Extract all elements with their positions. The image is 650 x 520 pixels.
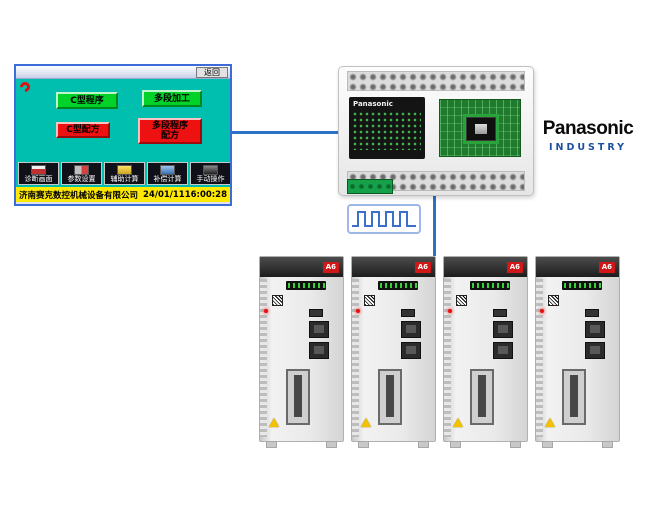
toolbar-button-label: 手动操作 xyxy=(196,174,225,183)
servo-drive-1: A6 xyxy=(259,256,344,448)
qr-code-icon xyxy=(364,295,375,306)
mounting-foot xyxy=(266,441,277,448)
brand-division: INDUSTRY xyxy=(548,142,628,153)
chip-core xyxy=(475,124,487,134)
servo-network-ports xyxy=(585,321,605,363)
toolbar-button-label: 补偿计算 xyxy=(153,174,182,183)
hmi-screen: C型程序 多段加工 C型配方 多段程序 配方 诊断画面 参数设置 辅助计算 xyxy=(16,79,230,202)
rj45-port xyxy=(493,321,513,338)
servo-model-badge: A6 xyxy=(414,261,431,273)
rj45-port xyxy=(493,342,513,359)
plc-led-indicators xyxy=(353,112,421,150)
servo-model-badge: A6 xyxy=(598,261,615,273)
mounting-foot xyxy=(326,441,337,448)
hmi-button-multi-segment-recipe[interactable]: 多段程序 配方 xyxy=(138,118,202,144)
servo-header: A6 xyxy=(536,257,619,277)
hmi-statusbar: 济南赛克数控机械设备有限公司 24/01/1116:00:28 xyxy=(16,187,230,202)
qr-code-icon xyxy=(548,295,559,306)
servo-io-connector xyxy=(286,369,310,425)
plc-front-panel: Panasonic xyxy=(349,97,425,159)
servo-led-display xyxy=(562,281,602,290)
auxiliary-calc-icon xyxy=(117,164,132,175)
qr-code-icon xyxy=(272,295,283,306)
hmi-toolbar-compensation-calc[interactable]: 补偿计算 xyxy=(147,162,188,185)
servo-led-display xyxy=(470,281,510,290)
hmi-toolbar: 诊断画面 参数设置 辅助计算 补偿计算 手动操作 xyxy=(18,162,230,185)
mounting-foot xyxy=(450,441,461,448)
servo-network-ports xyxy=(309,321,329,363)
servo-usb-port xyxy=(309,309,323,317)
mounting-foot xyxy=(358,441,369,448)
servo-status-led xyxy=(540,309,544,313)
servo-io-connector xyxy=(378,369,402,425)
servo-io-connector xyxy=(470,369,494,425)
qr-code-icon xyxy=(456,295,467,306)
plc-to-servo-line xyxy=(433,194,436,256)
servo-usb-port xyxy=(401,309,415,317)
toolbar-button-label: 诊断画面 xyxy=(24,174,53,183)
hmi-logo-icon xyxy=(17,79,33,95)
servo-network-ports xyxy=(401,321,421,363)
hmi-button-c-program[interactable]: C型程序 xyxy=(56,92,118,109)
hmi-button-multi-segment[interactable]: 多段加工 xyxy=(142,90,202,107)
brand-name: Panasonic xyxy=(542,118,634,139)
rj45-port xyxy=(309,342,329,359)
servo-drive-2: A6 xyxy=(351,256,436,448)
hmi-toolbar-auxiliary-calc[interactable]: 辅助计算 xyxy=(104,162,145,185)
servo-header: A6 xyxy=(444,257,527,277)
warning-icon xyxy=(545,418,555,427)
warning-icon xyxy=(361,418,371,427)
hmi-back-button[interactable]: 返回 xyxy=(196,66,228,78)
hmi-to-plc-line xyxy=(232,131,338,134)
servo-status-led xyxy=(356,309,360,313)
servo-network-ports xyxy=(493,321,513,363)
plc-cpu-chip-icon xyxy=(466,117,496,141)
parameter-settings-icon xyxy=(74,164,89,175)
plc-top-terminals xyxy=(347,71,525,91)
plc-green-terminal-block xyxy=(347,179,393,194)
plc-unit: Panasonic xyxy=(338,66,534,196)
toolbar-button-label: 辅助计算 xyxy=(110,174,139,183)
rj45-port xyxy=(401,342,421,359)
warning-icon xyxy=(269,418,279,427)
mounting-foot xyxy=(510,441,521,448)
servo-drive-3: A6 xyxy=(443,256,528,448)
servo-header: A6 xyxy=(352,257,435,277)
servo-status-led xyxy=(264,309,268,313)
diagnostic-tools-icon xyxy=(31,164,46,175)
servo-led-display xyxy=(378,281,418,290)
servo-model-badge: A6 xyxy=(506,261,523,273)
servo-usb-port xyxy=(493,309,507,317)
rj45-port xyxy=(309,321,329,338)
datetime: 24/01/1116:00:28 xyxy=(143,189,227,200)
company-name: 济南赛克数控机械设备有限公司 xyxy=(19,190,139,201)
hmi-toolbar-parameters[interactable]: 参数设置 xyxy=(61,162,102,185)
hmi-button-c-recipe[interactable]: C型配方 xyxy=(56,122,110,138)
toolbar-button-label: 参数设置 xyxy=(67,174,96,183)
servo-usb-port xyxy=(585,309,599,317)
hmi-titlebar: 返回 xyxy=(16,66,230,79)
rj45-port xyxy=(585,321,605,338)
servo-header: A6 xyxy=(260,257,343,277)
hmi-toolbar-manual-operation[interactable]: 手动操作 xyxy=(190,162,230,185)
square-wave-icon xyxy=(347,204,421,234)
servo-model-badge: A6 xyxy=(322,261,339,273)
compensation-calc-icon xyxy=(160,164,175,175)
manual-operation-icon xyxy=(203,164,218,175)
mounting-foot xyxy=(542,441,553,448)
servo-drive-4: A6 xyxy=(535,256,620,448)
rj45-port xyxy=(401,321,421,338)
mounting-foot xyxy=(602,441,613,448)
hmi-toolbar-diagnostic[interactable]: 诊断画面 xyxy=(18,162,59,185)
plc-brand-label: Panasonic xyxy=(353,100,393,108)
servo-io-connector xyxy=(562,369,586,425)
hmi-panel: 返回 C型程序 多段加工 C型配方 多段程序 配方 诊断画面 参数设置 辅助计算 xyxy=(14,64,232,206)
plc-circuit-board xyxy=(439,99,521,157)
warning-icon xyxy=(453,418,463,427)
mounting-foot xyxy=(418,441,429,448)
brand-logo: Panasonic INDUSTRY xyxy=(536,118,640,153)
servo-status-led xyxy=(448,309,452,313)
rj45-port xyxy=(585,342,605,359)
servo-led-display xyxy=(286,281,326,290)
